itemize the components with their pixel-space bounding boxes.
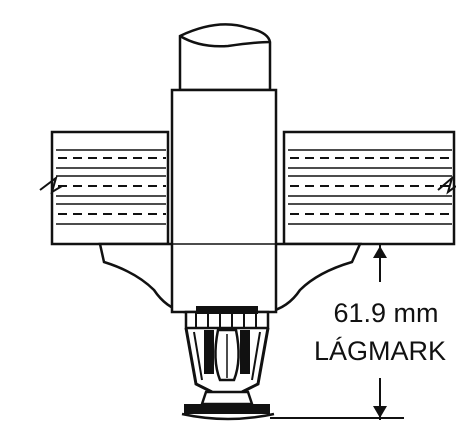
dimension-value: 61.9 mm <box>333 298 438 328</box>
supply-pipe <box>178 23 272 92</box>
ceiling-panel-right <box>282 130 456 246</box>
break-mark-left <box>39 175 63 195</box>
sprinkler-head <box>181 306 275 421</box>
sleeve <box>170 88 278 314</box>
ceiling-panel-left <box>39 130 170 246</box>
dimension-arrow <box>270 243 404 420</box>
break-mark-right <box>437 175 456 195</box>
dimension-label: LÁGMARK <box>314 336 446 366</box>
